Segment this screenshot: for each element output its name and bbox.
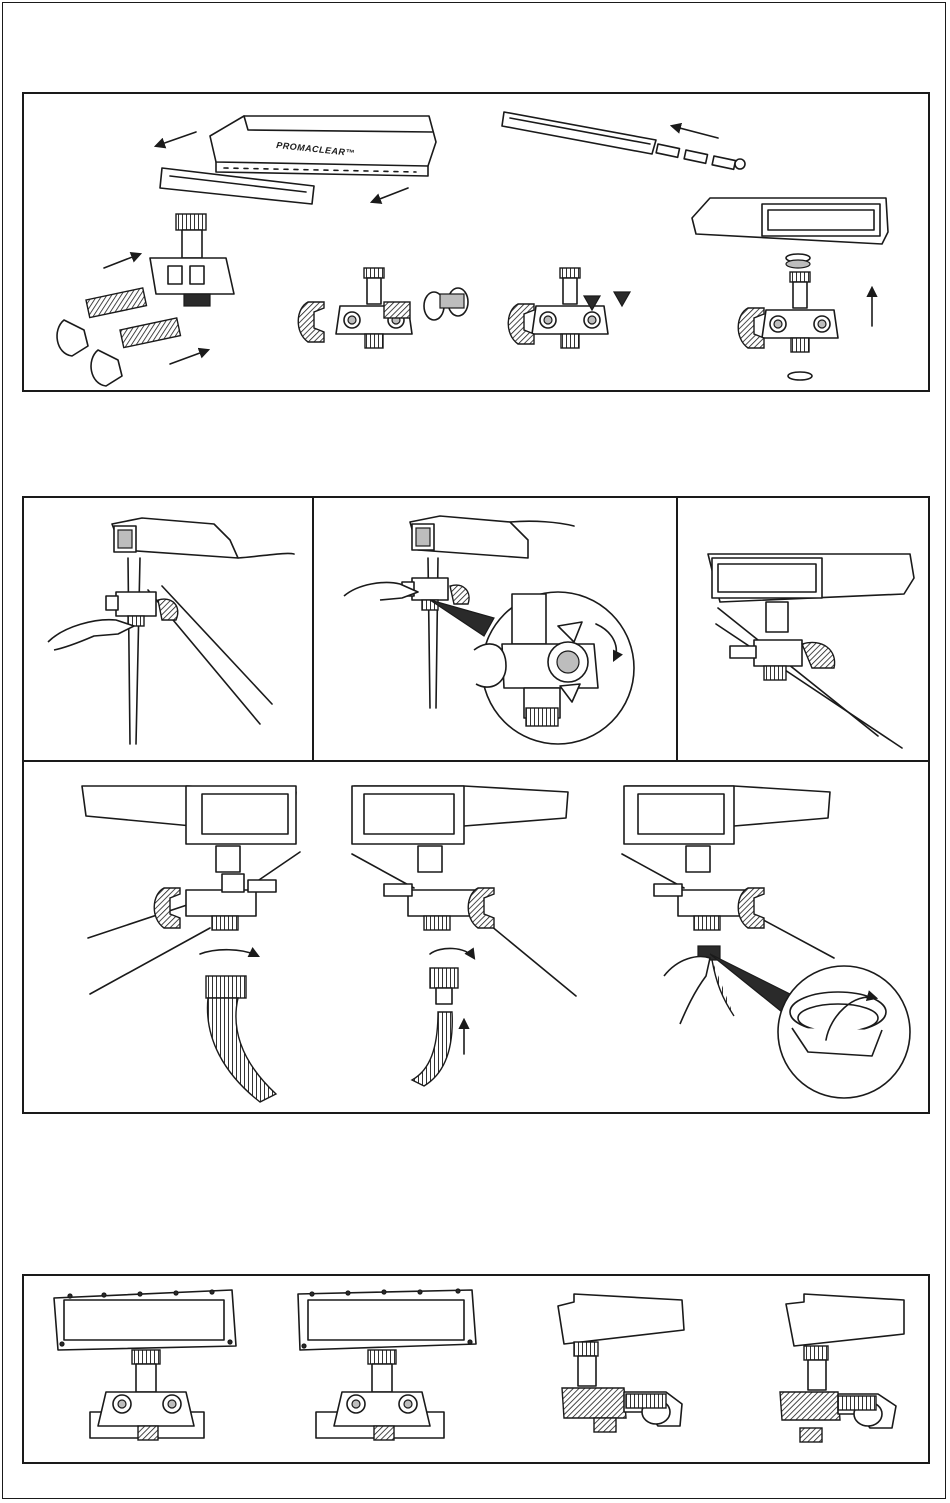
detail-callout-icon	[710, 954, 790, 1012]
detail-callout-icon	[430, 600, 494, 636]
valve	[730, 640, 835, 680]
step-insert-connector	[314, 762, 594, 1114]
orientation-illustration	[24, 1276, 932, 1466]
arrow-icon	[170, 350, 208, 364]
view-side-b	[780, 1294, 904, 1442]
arrow-icon	[372, 188, 408, 202]
pool-wall	[352, 854, 414, 888]
step-mounted	[678, 498, 930, 760]
hose	[412, 1012, 452, 1086]
valve-assembled	[738, 272, 838, 352]
skimmer-assembled	[692, 198, 888, 244]
hose-connector	[430, 968, 458, 988]
gasket	[788, 372, 812, 380]
valve-with-wing-nuts	[508, 268, 630, 348]
hand	[48, 620, 134, 650]
installation-panel	[22, 496, 930, 1114]
valve	[384, 884, 494, 930]
illustration	[24, 498, 312, 760]
step-secure-clamp	[594, 762, 930, 1114]
step-hold-valve	[24, 498, 312, 760]
illustration	[314, 762, 594, 1114]
hose-connector	[206, 976, 246, 998]
illustration	[594, 762, 930, 1114]
step-tighten-wingnut	[314, 498, 676, 760]
view-front-b	[298, 1289, 476, 1440]
skimmer-housing: PROMACLEAR™	[210, 116, 436, 176]
valve	[154, 874, 276, 930]
view-front-a	[54, 1290, 236, 1440]
step-attach-hose	[24, 762, 314, 1114]
valve-body-exploded	[150, 214, 234, 306]
arrow-icon	[156, 132, 196, 146]
valve-with-ports	[298, 268, 468, 348]
illustration	[314, 498, 676, 760]
clamp-screw-right	[91, 318, 180, 386]
view-side-a	[558, 1294, 684, 1432]
arrow-icon	[104, 254, 140, 268]
hose	[207, 998, 276, 1102]
assembly-panel: PROMACLEAR™	[22, 92, 930, 392]
pool-wall	[622, 854, 684, 888]
assembly-illustration: PROMACLEAR™	[24, 94, 932, 394]
rail-and-screws	[502, 112, 745, 169]
arrow-icon	[672, 126, 718, 138]
rotate-arrow-icon	[200, 950, 258, 956]
gasket	[786, 260, 810, 268]
orientation-panel	[22, 1274, 930, 1464]
illustration	[24, 762, 314, 1114]
illustration	[678, 498, 930, 760]
valve	[654, 884, 764, 930]
hand	[664, 957, 710, 1024]
rotate-arrow-icon	[430, 948, 474, 958]
pool-wall	[128, 558, 130, 744]
